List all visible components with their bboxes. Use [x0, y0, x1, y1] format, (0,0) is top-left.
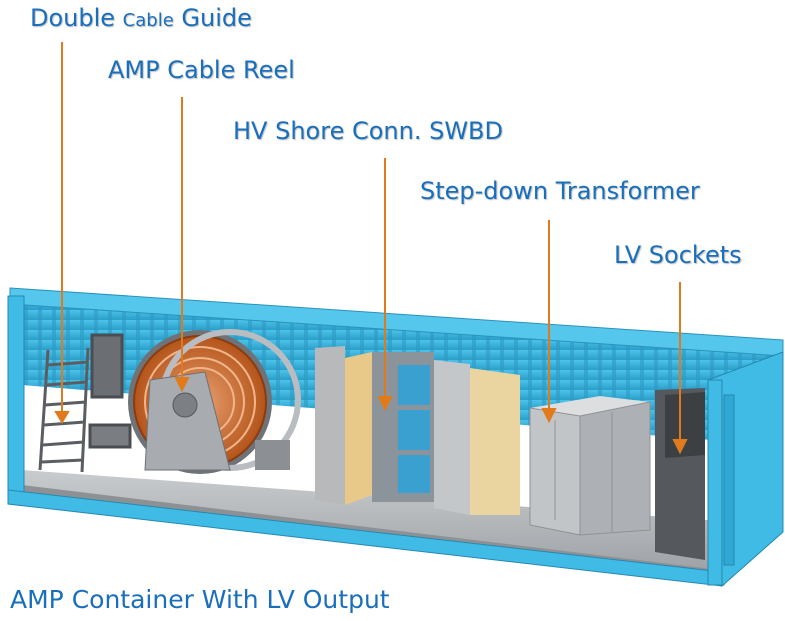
label-amp-cable-reel: AMP Cable Reel	[108, 56, 295, 84]
label-double-cable-guide: Double Cable Guide	[30, 4, 252, 32]
stepdown-transformer-equipment	[529, 396, 651, 536]
label-guide: Guide	[173, 4, 252, 32]
leader-lines	[54, 42, 688, 455]
label-double: Double	[30, 4, 123, 32]
label-lv-sockets: LV Sockets	[614, 241, 742, 269]
diagram-caption: AMP Container With LV Output	[10, 585, 390, 614]
hv-shore-switchboard-equipment	[315, 346, 520, 515]
label-cable: Cable	[122, 10, 174, 31]
amp-cable-reel-equipment	[128, 329, 301, 474]
double-cable-guide-equipment	[38, 333, 132, 473]
container-front-frame	[7, 295, 784, 588]
label-hv-shore-conn: HV Shore Conn. SWBD	[233, 117, 503, 145]
label-stepdown-transformer: Step-down Transformer	[420, 177, 700, 205]
